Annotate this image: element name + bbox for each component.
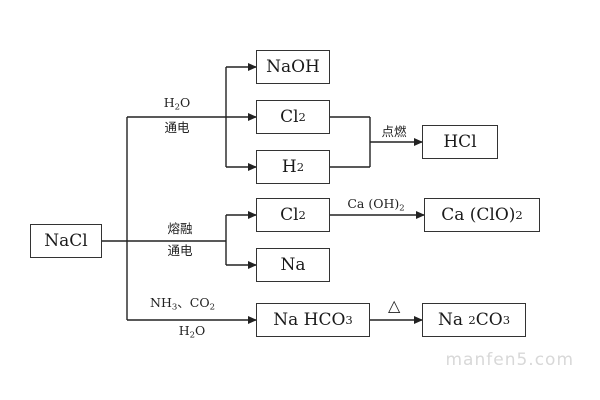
node-naoh: NaOH — [256, 50, 330, 84]
node-na-text: Na — [280, 255, 306, 275]
node-na: Na — [256, 248, 330, 282]
node-caclo2-sub: 2 — [515, 208, 523, 222]
label-caoh2-sub: 2 — [399, 203, 405, 214]
node-na2co3-text-2: CO — [475, 310, 503, 330]
node-nahco3-text: Na HCO — [273, 310, 346, 330]
label-ignite: 点燃 — [381, 124, 407, 139]
label-caoh2: Ca (OH)2 — [347, 196, 405, 214]
label-nh3-sub: 3 — [171, 302, 178, 313]
node-caclo2-text: Ca (ClO) — [441, 205, 516, 225]
label-h2o-bottom-h: H — [178, 323, 190, 338]
node-nacl: NaCl — [30, 224, 102, 258]
label-h2o-top-o: O — [180, 95, 191, 110]
label-h2o-top: H2O — [163, 95, 191, 113]
node-cl2-mid-text: Cl — [280, 205, 299, 225]
heat-triangle-icon: △ — [388, 296, 401, 315]
node-nacl-text: NaCl — [44, 231, 88, 251]
label-electrolysis-top: 通电 — [164, 120, 190, 135]
node-na2co3-sub: 2 — [468, 313, 476, 327]
label-h2o-top-sub: 2 — [174, 102, 181, 113]
node-na2co3-text: Na — [437, 310, 463, 330]
watermark: manfen5.com — [445, 350, 574, 370]
node-hcl-text: HCl — [443, 132, 477, 152]
label-nh3-co2: NH3、CO2 — [150, 295, 215, 313]
label-h2o-bottom: H2O — [178, 323, 206, 341]
label-caoh2-text: Ca (OH) — [347, 196, 400, 211]
node-cl2-top-sub: 2 — [298, 110, 306, 124]
node-nahco3-sub: 3 — [345, 313, 353, 327]
node-cl2-top-text: Cl — [280, 107, 299, 127]
node-hcl: HCl — [422, 125, 498, 159]
node-h2-sub: 2 — [296, 160, 305, 174]
label-co2-text: 、CO — [177, 295, 210, 310]
label-melt: 熔融 — [167, 221, 193, 236]
node-naoh-text: NaOH — [266, 57, 320, 77]
node-cl2-mid-sub: 2 — [298, 208, 306, 222]
node-h2-text: H — [281, 157, 297, 177]
label-h2o-top-h: H — [163, 95, 175, 110]
label-h2o-bottom-o: O — [195, 323, 206, 338]
label-h2o-bottom-sub: 2 — [189, 330, 196, 341]
label-electrolysis-mid: 通电 — [167, 243, 193, 258]
label-nh3-text: NH — [150, 295, 172, 310]
node-caclo2: Ca (ClO)2 — [424, 198, 540, 232]
label-co2-sub: 2 — [209, 302, 215, 313]
node-na2co3-sub-2: 3 — [502, 313, 511, 327]
